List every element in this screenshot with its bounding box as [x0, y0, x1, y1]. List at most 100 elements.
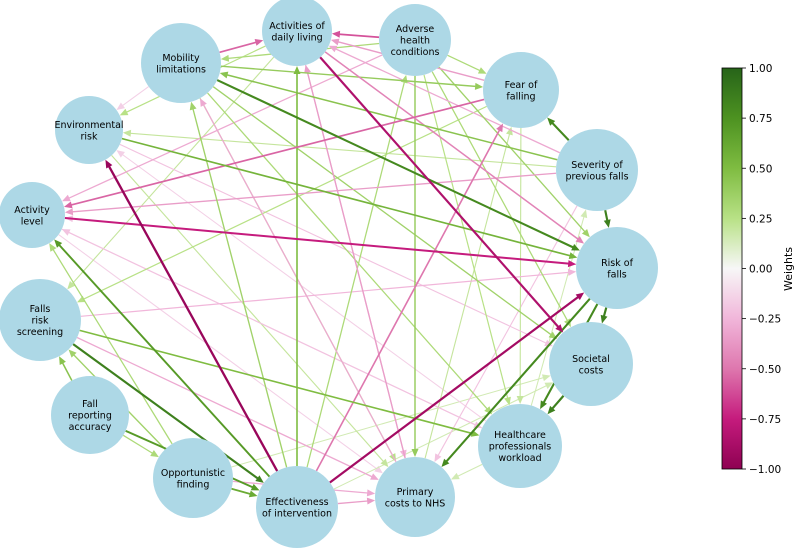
edge-line — [79, 329, 474, 435]
edge-effect-to-risk — [329, 292, 585, 484]
edge-arrowhead — [219, 71, 229, 79]
edge-arrowhead — [105, 159, 113, 169]
node-label-line: professionals — [489, 442, 552, 453]
edge-line — [315, 128, 501, 472]
node-label-line: limitations — [156, 64, 206, 75]
edge-effect-to-fear — [315, 123, 504, 472]
node-label-line: level — [21, 216, 44, 227]
edge-arrowhead — [119, 108, 129, 116]
edge-line — [120, 153, 487, 422]
node-label-line: daily living — [271, 32, 322, 43]
edge-primary-to-adl — [304, 64, 406, 459]
node-circle — [153, 438, 233, 518]
edge-risk-to-societal — [600, 307, 608, 324]
edge-arrowhead — [122, 129, 132, 137]
edge-fear-to-hcp — [516, 127, 524, 405]
edge-line — [231, 487, 252, 496]
edge-line — [51, 247, 173, 445]
edge-arrowhead — [580, 209, 588, 219]
node-label-line: finding — [177, 479, 210, 490]
colorbar-tick-label: −0.25 — [749, 314, 781, 326]
node-circle — [549, 322, 633, 406]
edge-line — [67, 231, 483, 429]
edge-arrowhead — [250, 483, 260, 491]
colorbar-tick-label: 0.00 — [749, 264, 772, 276]
edge-screen-to-risk — [80, 268, 577, 317]
edge-adverse-to-risk — [438, 66, 590, 238]
edge-line — [550, 121, 570, 141]
node-label-line: Healthcare — [494, 430, 546, 441]
node-circle — [0, 279, 81, 361]
edge-screen-to-effect — [72, 343, 264, 483]
edge-effect-to-mobility — [189, 101, 288, 468]
edge-arrowhead — [374, 465, 383, 474]
node-circle — [556, 129, 638, 211]
edge-arrowhead — [474, 82, 484, 90]
edge-line — [82, 105, 487, 301]
edge-arrowhead — [304, 64, 311, 74]
edge-arrowhead — [199, 98, 207, 107]
node-circle — [55, 96, 123, 164]
node-label-line: Risk of — [601, 258, 634, 269]
edge-line — [191, 107, 288, 468]
edge-arrowhead — [555, 324, 564, 333]
colorbar-tick-label: 0.25 — [749, 213, 772, 225]
node-label-line: risk — [32, 316, 49, 327]
edge-env-to-primary — [111, 155, 389, 468]
edge-mobility-to-env — [116, 86, 149, 110]
edge-line — [207, 92, 489, 411]
edge-severity-to-primary — [434, 205, 578, 463]
node-label-line: Activities of — [269, 21, 325, 32]
edge-arrowhead — [571, 243, 580, 251]
edge-line — [333, 47, 561, 154]
edge-arrowhead — [477, 67, 487, 74]
edge-line — [337, 500, 370, 505]
edge-arrowhead — [600, 314, 608, 324]
node-label-line: Mobility — [162, 53, 200, 64]
edge-line — [456, 463, 483, 478]
edge-arrowhead — [567, 260, 577, 268]
node-label-line: Primary — [397, 487, 434, 498]
colorbar-gradient — [721, 67, 743, 470]
edge-fear-to-activity — [63, 98, 485, 209]
edge-severity-to-fear — [547, 117, 570, 141]
node-circle — [478, 404, 562, 488]
node-label-line: Activity — [14, 205, 50, 216]
edge-arrowhead — [434, 453, 442, 463]
edge-arrowhead — [441, 458, 450, 468]
edge-arrowhead — [59, 356, 66, 365]
edge-env-to-risk — [121, 137, 578, 259]
edge-line — [324, 51, 580, 241]
edge-opport-to-effect — [231, 487, 258, 498]
edge-line — [72, 343, 260, 481]
node-label-line: Societal — [572, 354, 610, 365]
edge-line — [57, 243, 271, 478]
edge-line — [219, 41, 258, 54]
edge-arrowhead — [380, 458, 389, 468]
edge-arrowhead — [496, 123, 504, 133]
edge-arrowhead — [64, 208, 74, 216]
edge-mobility-to-risk — [216, 79, 580, 251]
edge-adverse-to-activity — [62, 54, 383, 202]
colorbar-ticks: 1.000.750.500.250.00−0.25−0.50−0.75−1.00 — [742, 63, 781, 476]
edge-arrowhead — [575, 236, 585, 244]
node-label-line: costs to NHS — [385, 498, 446, 509]
node-label-line: Fear of — [505, 80, 538, 91]
node-label-line: risk — [81, 131, 98, 142]
edge-effect-to-adl — [293, 66, 301, 466]
edge-screen-to-primary — [76, 336, 379, 480]
edge-line — [436, 205, 578, 458]
edge-adverse-to-primary — [411, 76, 419, 457]
node-label-line: Severity of — [571, 160, 623, 171]
node-circle — [375, 457, 455, 537]
edge-adverse-to-adl — [331, 30, 380, 39]
edge-line — [447, 54, 482, 72]
node-label-line: previous falls — [565, 171, 628, 182]
colorbar-tick-label: 0.50 — [749, 163, 772, 175]
edge-severity-to-adl — [328, 45, 561, 154]
colorbar-tick-label: −1.00 — [749, 464, 781, 476]
